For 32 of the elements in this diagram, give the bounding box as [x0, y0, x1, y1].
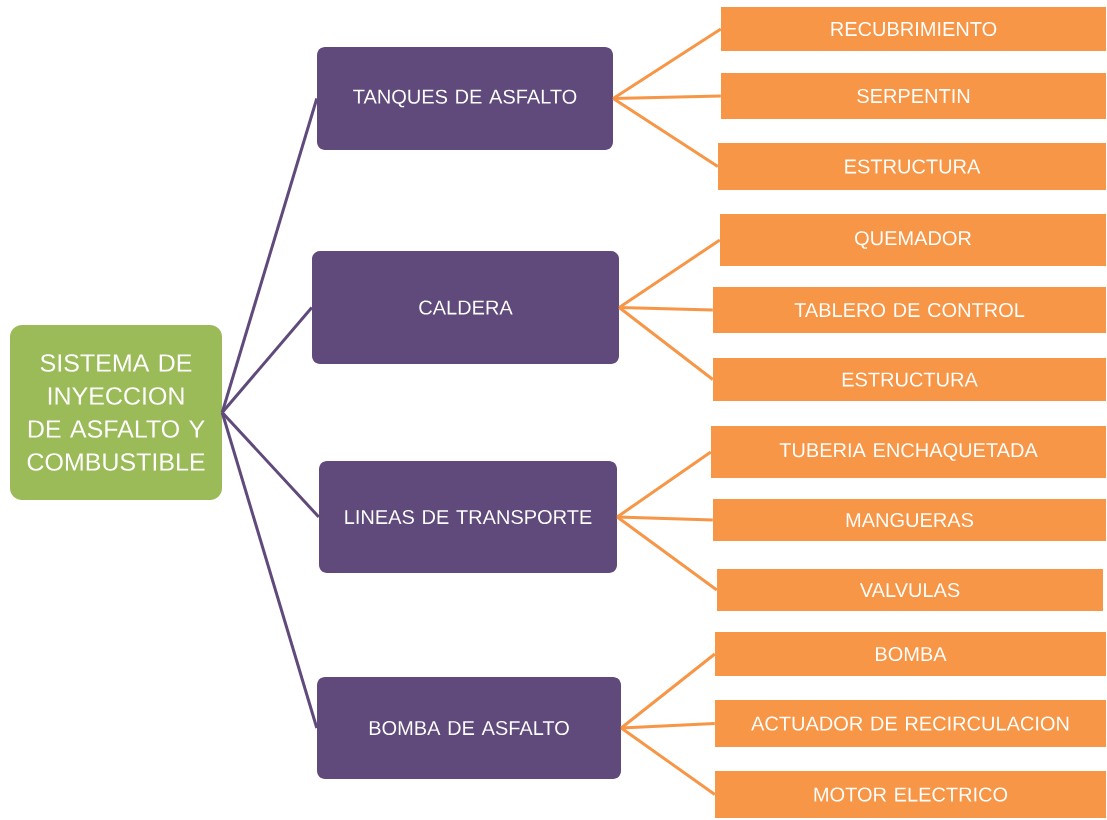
category-box: CALDERA	[312, 251, 619, 364]
connector-line	[620, 726, 716, 796]
connector-line	[619, 306, 713, 312]
component-box: SERPENTIN	[721, 73, 1106, 119]
component-box: MOTOR ELECTRICO	[715, 771, 1106, 818]
component-box: ACTUADOR DE RECIRCULACION	[715, 700, 1106, 747]
component-box: BOMBA	[715, 632, 1106, 676]
component-box: ESTRUCTURA	[713, 358, 1106, 401]
connector-line	[616, 515, 718, 592]
component-box: ESTRUCTURA	[718, 143, 1106, 190]
connector-line	[618, 238, 721, 309]
connector-line	[613, 94, 721, 100]
component-box: MANGUERAS	[713, 499, 1106, 541]
category-box: TANQUES DE ASFALTO	[317, 47, 613, 150]
category-box: LINEAS DE TRANSPORTE	[319, 461, 617, 573]
connector-line	[220, 98, 319, 413]
component-box: QUEMADOR	[720, 214, 1106, 266]
component-box: TABLERO DE CONTROL	[713, 287, 1106, 333]
connector-line	[612, 97, 719, 168]
component-box: RECUBRIMIENTO	[721, 7, 1106, 51]
component-box: VALVULAS	[717, 569, 1103, 611]
connector-line	[618, 306, 714, 381]
connector-line	[220, 412, 319, 729]
connector-line	[612, 27, 722, 100]
connector-line	[617, 515, 713, 522]
connector-line	[616, 450, 712, 519]
connector-line	[221, 411, 320, 518]
category-box: BOMBA DE ASFALTO	[317, 677, 621, 779]
connector-line	[221, 306, 313, 414]
root-box: SISTEMA DE INYECCION DE ASFALTO Y COMBUSTIBLE	[10, 325, 222, 500]
connector-line	[621, 722, 715, 730]
component-box: TUBERIA ENCHAQUETADA	[711, 426, 1106, 478]
